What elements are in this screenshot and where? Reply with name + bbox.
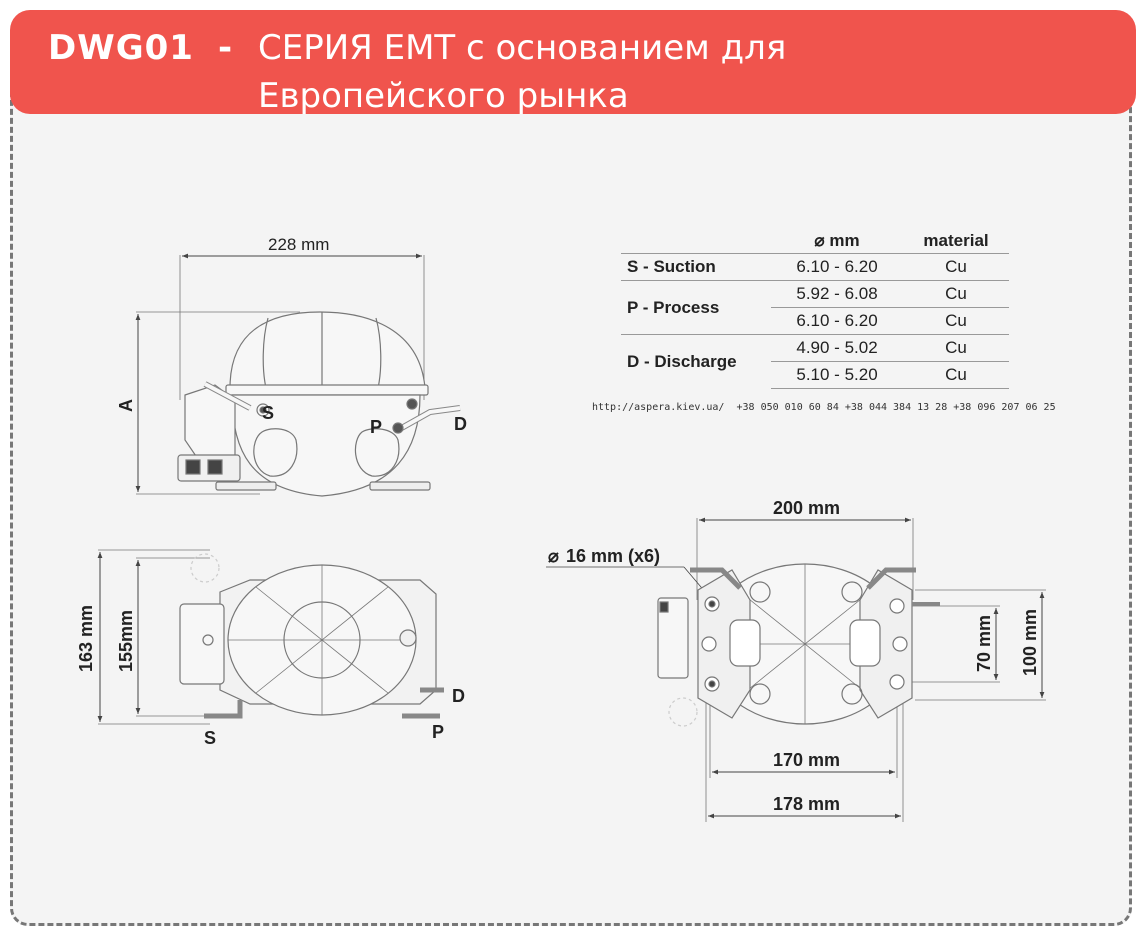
table-row: S - Suction 6.10 - 6.20 Cu	[621, 253, 1009, 281]
top-outer-dim: 163 mm	[76, 605, 96, 672]
contact-line: http://aspera.kiev.ua/ +38 050 010 60 84…	[592, 402, 1056, 413]
model-code: DWG01	[48, 28, 194, 68]
hole-dim: 16 mm (x6)	[566, 546, 660, 566]
base-mid-dim: 170 mm	[773, 750, 840, 770]
row-diameter: 4.90 - 5.02	[771, 334, 904, 362]
row-material: Cu	[903, 334, 1009, 362]
row-diameter: 6.10 - 6.20	[771, 307, 904, 335]
table-row: 5.10 - 5.20 Cu	[621, 361, 1009, 389]
col-header-diameter: ⌀ mm	[814, 231, 860, 250]
base-side-outer-dim: 100 mm	[1020, 609, 1040, 676]
top-label-d: D	[452, 686, 465, 706]
row-name-discharge: D - Discharge	[621, 334, 771, 389]
row-diameter: 5.92 - 6.08	[771, 280, 904, 308]
row-material: Cu	[903, 307, 1009, 335]
row-material: Cu	[903, 361, 1009, 389]
title-line-1: СЕРИЯ ЕМТ с основанием для	[258, 28, 787, 68]
top-view	[97, 549, 444, 725]
row-material: Cu	[903, 280, 1009, 308]
title-banner: DWG01 - СЕРИЯ ЕМТ с основанием для Европ…	[10, 10, 1136, 116]
row-material: Cu	[903, 253, 1009, 281]
front-label-s: S	[262, 403, 274, 423]
base-top-dim: 200 mm	[773, 498, 840, 518]
front-label-d: D	[454, 414, 467, 434]
table-row: D - Discharge 4.90 - 5.02 Cu	[621, 334, 1009, 389]
top-label-p: P	[432, 722, 444, 742]
table-row: P - Process 5.92 - 6.08 Cu	[621, 280, 1009, 335]
base-view	[546, 517, 1046, 822]
contact-phones: +38 050 010 60 84 +38 044 384 13 28 +38 …	[736, 402, 1056, 413]
hole-dim-symbol: ⌀	[548, 546, 559, 566]
base-side-inner-dim: 70 mm	[974, 615, 994, 672]
top-label-s: S	[204, 728, 216, 748]
row-name-process: P - Process	[621, 280, 771, 335]
front-label-p: P	[370, 417, 382, 437]
row-diameter: 5.10 - 5.20	[771, 361, 904, 389]
col-header-material: material	[923, 231, 989, 250]
title-dash: -	[218, 28, 233, 68]
connection-spec-table: ⌀ mm material S - Suction 6.10 - 6.20 Cu…	[621, 229, 1009, 389]
front-view	[135, 253, 461, 497]
row-name-suction: S - Suction	[621, 253, 771, 281]
contact-url: http://aspera.kiev.ua/	[592, 402, 725, 413]
table-row: 6.10 - 6.20 Cu	[621, 307, 1009, 335]
title-line-2: Европейского рынка	[258, 76, 629, 116]
top-inner-dim: 155mm	[116, 610, 136, 672]
base-bottom-dim: 178 mm	[773, 794, 840, 814]
front-height-dim: A	[116, 399, 136, 412]
front-width-dim: 228 mm	[268, 235, 329, 254]
drawing-frame	[10, 60, 1132, 926]
row-diameter: 6.10 - 6.20	[771, 253, 904, 281]
